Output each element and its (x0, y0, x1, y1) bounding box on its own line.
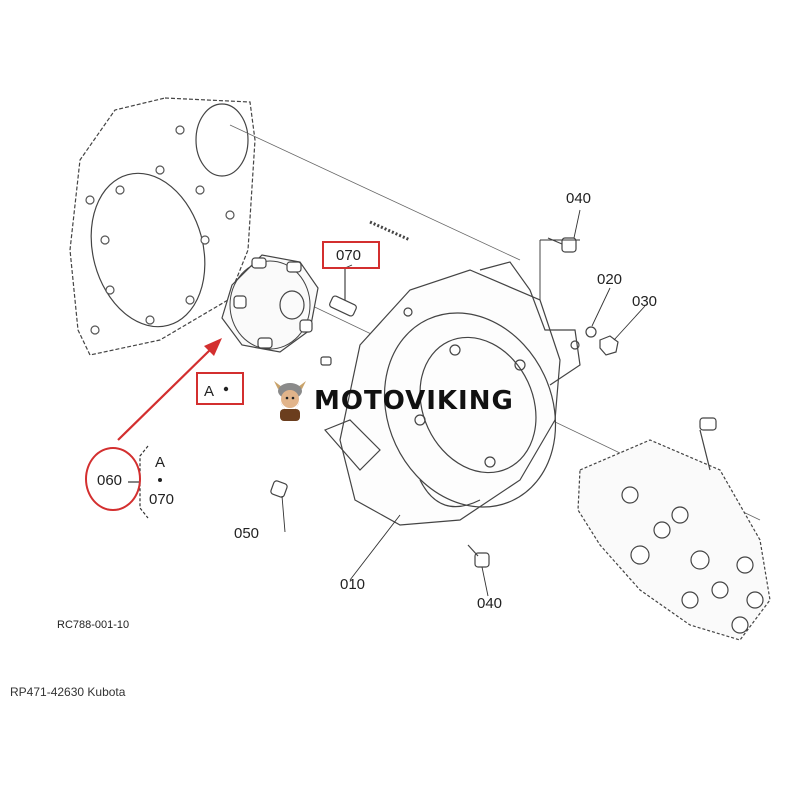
adapter-plate (69, 97, 256, 356)
reference-a: A (155, 454, 166, 471)
callout-a: A (204, 383, 215, 400)
hydraulic-pump (577, 417, 771, 641)
callout-040-top: 040 (566, 190, 592, 207)
bell-housing (323, 261, 581, 526)
bolt-040-bottom (467, 544, 490, 568)
callout-070: 070 (336, 247, 362, 264)
callout-040-bottom: 040 (477, 595, 503, 612)
part-caption: RP471-42630 Kubota (10, 685, 126, 699)
nut-030 (599, 335, 619, 356)
watermark-text: MOTOVIKING (314, 386, 514, 416)
coupling (221, 254, 319, 353)
watermark-logo: MOTOVIKING (272, 376, 514, 426)
highlight-box-a (196, 372, 244, 405)
highlight-box-070 (322, 241, 380, 269)
reference-070: 070 (149, 491, 175, 508)
viking-mascot-icon (274, 381, 306, 421)
highlight-circle-060 (85, 447, 141, 511)
callout-020: 020 (597, 271, 623, 288)
figure-code: RC788-001-10 (57, 619, 130, 631)
highlight-arrow (117, 338, 222, 441)
washer-020 (585, 326, 597, 338)
callout-050: 050 (234, 525, 260, 542)
callout-010: 010 (340, 576, 366, 593)
callout-060: 060 (97, 472, 123, 489)
callout-030: 030 (632, 293, 658, 310)
bolt-040-top (547, 237, 577, 253)
pin-050 (270, 480, 288, 498)
bolt-070 (329, 268, 357, 317)
